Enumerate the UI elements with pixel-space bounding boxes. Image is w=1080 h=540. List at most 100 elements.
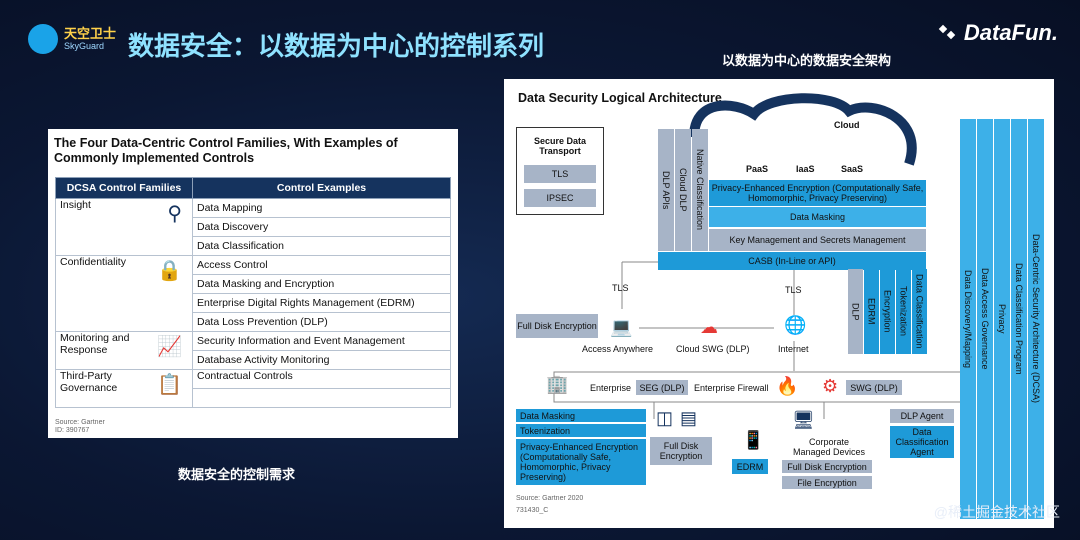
discovery-mapping-bar: Data Discovery/Mapping	[960, 119, 976, 519]
seg-box: SEG (DLP)	[636, 380, 688, 395]
casb-layer: CASB (In-Line or API)	[658, 252, 926, 270]
full-disk-encryption-top: Full Disk Encryption	[516, 314, 598, 338]
right-caption: 以数据为中心的数据安全架构	[722, 53, 892, 68]
table-header-row: DCSA Control Families Control Examples	[55, 177, 451, 199]
full-disk-encryption-bottom: Full Disk Encryption	[650, 437, 712, 465]
managed-devices-icon: 🖥	[792, 410, 815, 430]
control-families-card: The Four Data-Centric Control Families, …	[48, 129, 458, 438]
access-governance-bar: Data Access Governance	[977, 119, 993, 519]
architecture-id: 731430_C	[516, 507, 549, 514]
iaas-label: IaaS	[796, 164, 815, 174]
privacy-encryption-layer: Privacy-Enhanced Encryption (Computation…	[709, 180, 926, 206]
left-caption: 数据安全的控制需求	[178, 467, 296, 482]
table-row: Insight⚲ Data Mapping	[55, 198, 451, 256]
swg-box: SWG (DLP)	[846, 380, 902, 395]
contract-icon: 📋	[157, 374, 182, 396]
connector-lines	[553, 93, 963, 419]
edrm-box: EDRM	[732, 459, 768, 474]
firewall-icon: 🔥	[776, 376, 799, 396]
slide-title: 数据安全：以数据为中心的控制系列	[128, 31, 545, 61]
table-row: Third-Party Governance📋 Contractual Cont…	[55, 369, 451, 408]
swg-gear-icon: ⚙	[822, 376, 839, 396]
dlp-agent-box: DLP Agent	[890, 409, 954, 423]
enterprise-label: Enterprise	[590, 383, 632, 393]
control-cell	[192, 388, 451, 408]
architecture-source: Source: Gartner 2020	[516, 495, 584, 502]
control-cell: Security Information and Event Managemen…	[192, 331, 451, 351]
edrm-bar: EDRM	[864, 269, 879, 354]
control-cell: Data Discovery	[192, 217, 451, 237]
tokenization-bar: Tokenization	[896, 269, 911, 354]
control-families-table: DCSA Control Families Control Examples I…	[55, 177, 451, 408]
cloud-swg-label: Cloud SWG (DLP)	[676, 344, 750, 354]
cloud-label: Cloud	[834, 120, 860, 130]
ipsec-box: IPSEC	[524, 189, 596, 207]
skyguard-logo: 天空卫士 SkyGuard	[28, 24, 116, 54]
paas-label: PaaS	[746, 164, 769, 174]
header-examples: Control Examples	[192, 177, 451, 199]
edrm-device-icon: 📱	[742, 430, 765, 450]
tls-label-right: TLS	[785, 285, 802, 295]
control-cell: Data Loss Prevention (DLP)	[192, 312, 451, 332]
cloud-swg-icon: ☁	[700, 317, 718, 337]
skyguard-shield-icon	[28, 24, 58, 54]
data-classification-bar: Data Classification	[912, 269, 927, 354]
access-anywhere-label: Access Anywhere	[582, 344, 654, 354]
family-monitoring: Monitoring and Response📈	[55, 331, 193, 370]
server-rack-icon: ▤	[680, 408, 698, 428]
dlp-apis-bar: DLP APIs	[658, 129, 674, 251]
control-cell: Access Control	[192, 255, 451, 275]
privacy-bar: Privacy	[994, 119, 1010, 519]
table-row: Confidentiality🔒 Access Control	[55, 255, 451, 332]
table-row: Monitoring and Response📈 Security Inform…	[55, 331, 451, 370]
bottom-privacy-encryption: Privacy-Enhanced Encryption (Computation…	[516, 439, 646, 485]
architecture-title: Data Security Logical Architecture	[518, 91, 722, 105]
tls-label-left: TLS	[612, 283, 629, 293]
control-table-title: The Four Data-Centric Control Families, …	[54, 136, 398, 165]
table-row	[56, 388, 451, 408]
magnifier-icon: ⚲	[167, 203, 182, 225]
dcsa-bar: Data-Centric Security Architecture (DCSA…	[1028, 119, 1044, 519]
family-insight: Insight⚲	[55, 198, 193, 256]
classification-program-bar: Data Classification Program	[1011, 119, 1027, 519]
database-icon: ◫	[656, 408, 674, 428]
classification-agent-box: Data Classification Agent	[890, 426, 954, 458]
bottom-data-masking: Data Masking	[516, 409, 646, 422]
globe-icon: 🌐	[784, 315, 807, 335]
architecture-diagram-card: Data Security Logical Architecture Secur…	[504, 79, 1054, 528]
bottom-tokenization: Tokenization	[516, 424, 646, 437]
corporate-devices-label: Corporate Managed Devices	[792, 437, 866, 457]
secure-transport-box: Secure Data Transport	[516, 127, 604, 215]
table-row: Data Loss Prevention (DLP)	[56, 312, 451, 332]
table-row: Enterprise Digital Rights Management (ED…	[56, 293, 451, 313]
native-classification-bar: Native Classification	[692, 129, 708, 251]
family-confidentiality: Confidentiality🔒	[55, 255, 193, 332]
logo-cn: 天空卫士	[64, 26, 117, 41]
building-icon: 🏢	[546, 374, 569, 394]
datafun-mark-icon	[938, 24, 956, 40]
family-third-party: Third-Party Governance📋	[55, 369, 193, 408]
juejin-watermark: @稀土掘金技术社区	[933, 504, 1060, 520]
data-masking-layer: Data Masking	[709, 207, 926, 227]
control-cell: Database Activity Monitoring	[192, 350, 451, 370]
saas-label: SaaS	[841, 164, 864, 174]
header-families: DCSA Control Families	[55, 177, 193, 199]
control-cell: Enterprise Digital Rights Management (ED…	[192, 293, 451, 313]
logo-en: SkyGuard	[64, 41, 105, 51]
internet-label: Internet	[778, 344, 809, 354]
brand-name: DataFun.	[963, 20, 1058, 45]
cloud-outline	[689, 93, 917, 166]
control-cell: Data Mapping	[192, 198, 451, 218]
padlock-icon: 🔒	[157, 260, 182, 282]
control-cell: Data Classification	[192, 236, 451, 256]
control-cell: Contractual Controls	[192, 369, 451, 389]
tls-box: TLS	[524, 165, 596, 183]
encryption-bar: Encryption	[880, 269, 895, 354]
cloud-dlp-bar: Cloud DLP	[675, 129, 691, 251]
dlp-bar: DLP	[848, 269, 863, 354]
file-encryption-box: File Encryption	[782, 476, 872, 489]
datafun-logo: DataFun.	[938, 20, 1058, 46]
laptop-icon: 💻	[610, 317, 633, 337]
monitor-chart-icon: 📈	[157, 336, 182, 358]
